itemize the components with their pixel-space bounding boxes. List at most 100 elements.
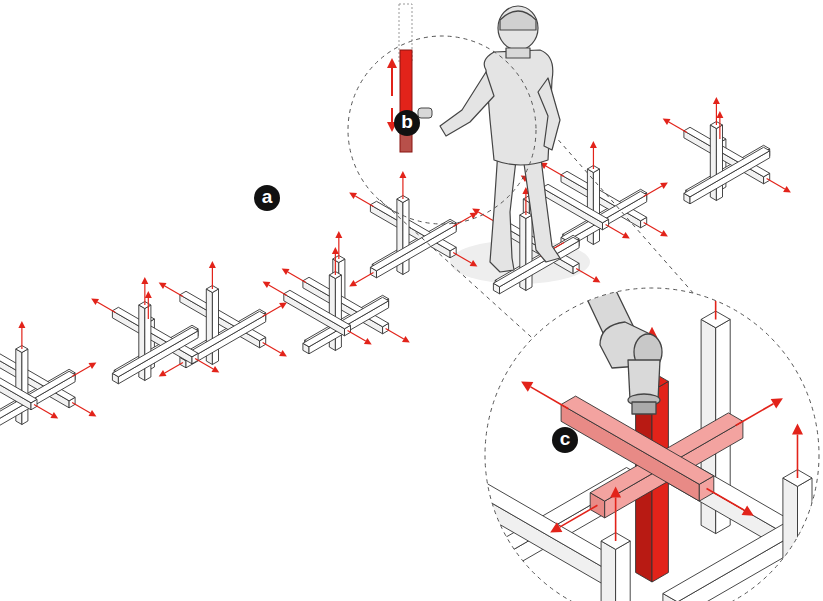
zoom-circle [485,288,819,601]
arrow-head [550,522,562,532]
arrow-head [792,423,803,434]
force-arrow [707,489,745,511]
arrow-head [590,141,597,148]
arrow-head [141,277,148,284]
detail-circle [348,36,536,224]
force-arrow [453,216,471,226]
arrow-head [159,370,167,377]
beam-face [542,184,609,223]
arrow-head [263,282,271,289]
arrow-head [364,338,372,345]
force-arrow [347,331,365,341]
force-arrow [338,238,339,259]
callout-letter: b [394,110,420,136]
force-arrow [767,179,785,189]
force-arrow [719,118,720,139]
force-arrow [335,254,336,275]
arrow-head [335,231,342,238]
arrow-head [279,303,287,310]
force-arrow [615,497,617,541]
force-arrow [21,328,22,349]
beam-face [542,188,603,230]
force-arrow [144,284,145,305]
force-arrow [195,359,213,369]
force-arrow [355,273,373,283]
beam-face [561,396,714,484]
beam-face [616,541,631,601]
beam-face [463,486,609,587]
arrow-head [332,247,339,254]
arrow-head [660,183,668,190]
force-arrow [148,298,149,319]
beam-face [783,478,798,601]
beam-face [118,331,198,384]
beam-face [798,478,813,601]
worker-figure [440,6,560,272]
force-arrow [72,403,90,413]
force-arrow [386,329,404,339]
arrow-head [349,193,357,200]
beam-face [561,405,699,502]
force-arrow [263,343,281,353]
arrow-head [282,269,290,276]
beam-face [601,541,616,601]
placed-element [387,4,432,152]
beam-face [370,221,456,270]
force-arrow [165,363,183,373]
beam-face [284,290,351,329]
force-arrow [606,225,624,235]
arrow-head [18,321,25,328]
force-arrow [560,505,598,527]
arrow-head [713,97,720,104]
arrow-head [716,111,723,118]
force-arrow [165,286,183,296]
arrow-head [521,381,533,391]
force-arrow [288,272,306,282]
zoom-detail [445,265,823,601]
callout-letter: c [552,427,578,453]
arrow-head [212,366,220,373]
force-arrow [212,268,213,289]
arrow-head [159,283,167,290]
force-arrow [263,306,281,316]
force-arrow [576,269,594,279]
arrow-head [89,363,97,370]
beam-face [0,364,37,403]
force-arrow [402,178,403,199]
beam-face [0,375,75,428]
beam-face [690,151,770,204]
beam-face [445,573,460,598]
arrow-head [622,232,630,239]
arrow-head [470,260,478,267]
force-arrow [453,253,471,263]
arrow-head [771,398,783,408]
force-arrow [736,404,774,426]
arrow-head [710,265,721,276]
force-arrow [716,104,717,125]
force-arrow [644,223,662,233]
arrow-head [742,506,754,516]
beam-face [403,199,409,275]
force-arrow [97,302,115,312]
arrow-head [349,280,357,287]
arrow-head [660,230,668,237]
force-arrow [269,285,287,295]
arrow-head [279,350,287,357]
arrow-head [402,336,410,343]
arrow-head [610,486,621,497]
arrow-head [91,299,99,306]
force-arrow [715,276,717,320]
arrow-head [783,186,791,193]
zoom-leader [380,200,540,345]
force-arrow [593,148,594,169]
beam-face [335,275,341,351]
beam-face [112,327,198,377]
beam-face [593,169,599,245]
force-arrow [531,387,569,409]
force-arrow [72,366,90,376]
force-arrow [34,405,52,415]
callout-letter: a [254,185,280,211]
arrow-head [209,261,216,268]
